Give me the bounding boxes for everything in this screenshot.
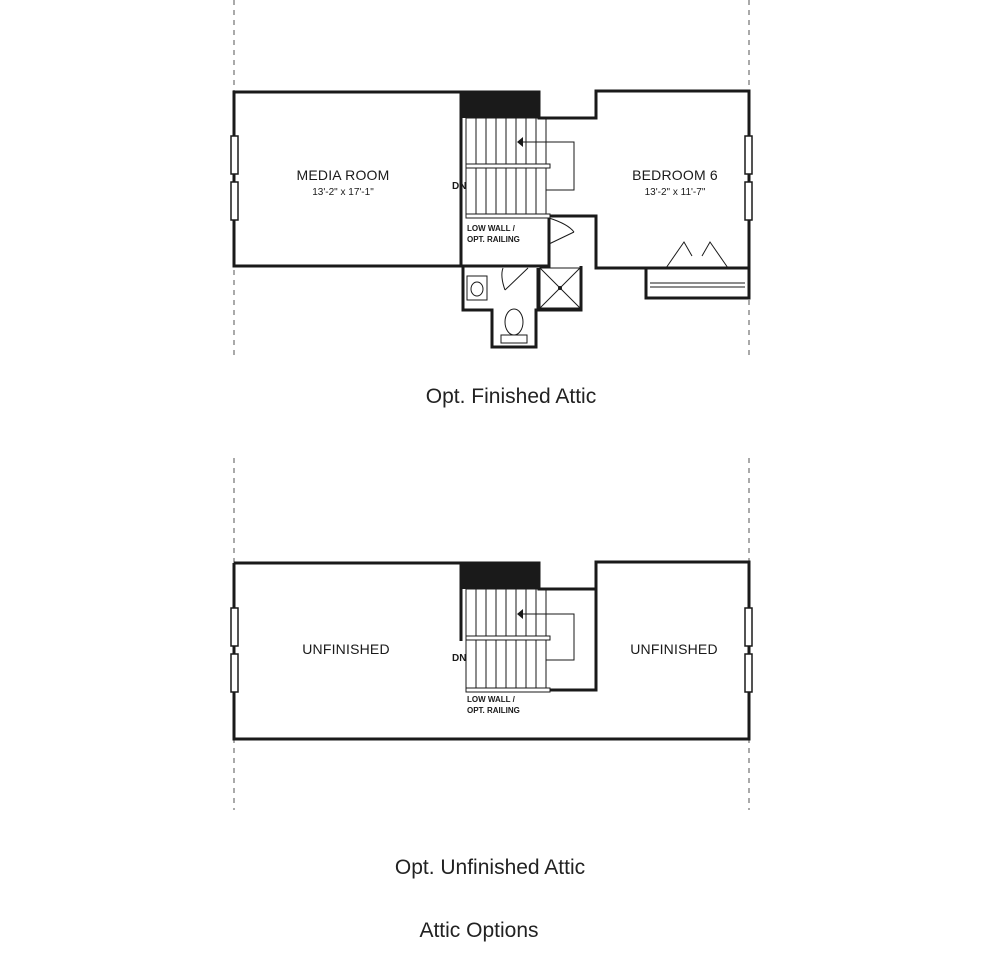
stair-icon bbox=[465, 588, 575, 693]
unfinished-attic-caption: Opt. Unfinished Attic bbox=[395, 856, 585, 879]
unfinished-right-label: UNFINISHED bbox=[630, 641, 718, 657]
door-swing-icon bbox=[665, 241, 693, 269]
solid-wall-block bbox=[461, 563, 539, 589]
finished-attic-plan: MEDIA ROOM 13'-2" x 17'-1" BEDROOM 6 13'… bbox=[230, 0, 753, 408]
media-room-label: MEDIA ROOM bbox=[296, 167, 389, 183]
window-icon bbox=[744, 607, 753, 693]
low-wall-label: LOW WALL / bbox=[467, 224, 516, 233]
stair-arrow-icon bbox=[517, 609, 523, 619]
window-icon bbox=[744, 135, 753, 221]
window-icon bbox=[230, 607, 239, 693]
finished-attic-caption: Opt. Finished Attic bbox=[426, 385, 596, 408]
sink-icon bbox=[466, 275, 488, 301]
stair-arrow-icon bbox=[517, 137, 523, 147]
shower-icon bbox=[539, 267, 581, 309]
attic-options-title: Attic Options bbox=[419, 919, 538, 942]
unfinished-attic-plan: UNFINISHED UNFINISHED DN LOW WALL / OPT.… bbox=[230, 458, 753, 879]
closet bbox=[644, 241, 751, 300]
stair-down-label: DN bbox=[452, 181, 466, 192]
door-swing-icon bbox=[548, 231, 575, 245]
stair-enclosure-wall bbox=[549, 589, 598, 692]
unfinished-left-label: UNFINISHED bbox=[302, 641, 390, 657]
media-room-dimensions: 13'-2" x 17'-1" bbox=[312, 187, 374, 198]
window-icon bbox=[230, 135, 239, 221]
bedroom-dimensions: 13'-2" x 11'-7" bbox=[645, 187, 706, 198]
stair-down-label: DN bbox=[452, 653, 466, 664]
bathroom bbox=[461, 217, 583, 349]
bedroom-label: BEDROOM 6 bbox=[632, 167, 718, 183]
toilet-icon bbox=[500, 308, 528, 344]
stair-icon bbox=[465, 117, 575, 219]
railing-label: OPT. RAILING bbox=[467, 235, 520, 244]
low-wall-label: LOW WALL / bbox=[467, 695, 516, 704]
solid-wall-block bbox=[461, 92, 539, 118]
door-swing-icon bbox=[504, 267, 529, 291]
railing-label: OPT. RAILING bbox=[467, 706, 520, 715]
